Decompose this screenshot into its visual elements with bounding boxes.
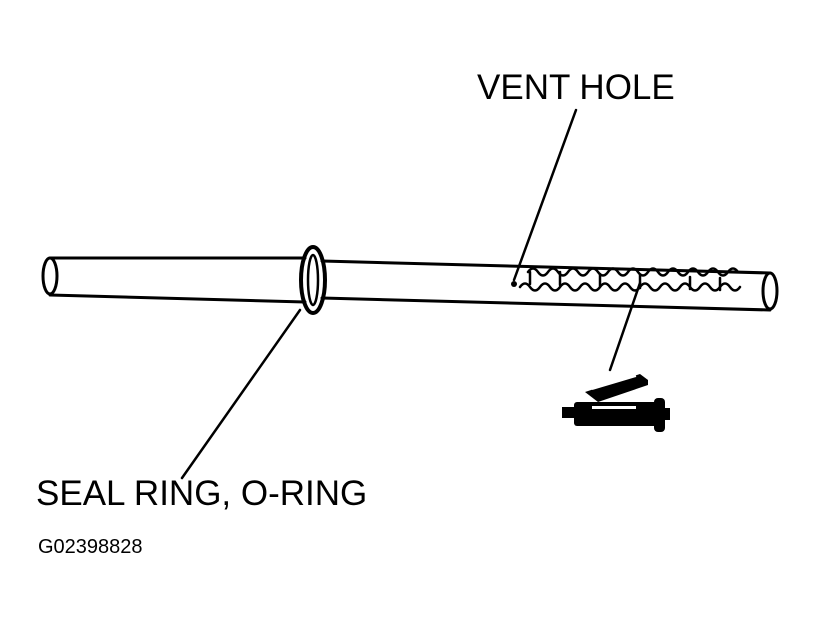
- sealant-tube-icon: [562, 374, 670, 432]
- vent-hole-label: VENT HOLE: [477, 68, 675, 107]
- seal-ring-label: SEAL RING, O-RING: [36, 474, 368, 513]
- seal-ring-leader: [180, 308, 302, 480]
- figure-id: G02398828: [38, 536, 143, 558]
- vent-hole-leader: [512, 108, 578, 282]
- o-ring: [299, 245, 327, 315]
- vent-hole-mark: [511, 281, 517, 287]
- shaft-left-segment: [41, 256, 307, 304]
- sealant-bead: [518, 267, 742, 292]
- sealant-tube-leader: [608, 281, 642, 372]
- shaft-right-segment: [320, 259, 779, 312]
